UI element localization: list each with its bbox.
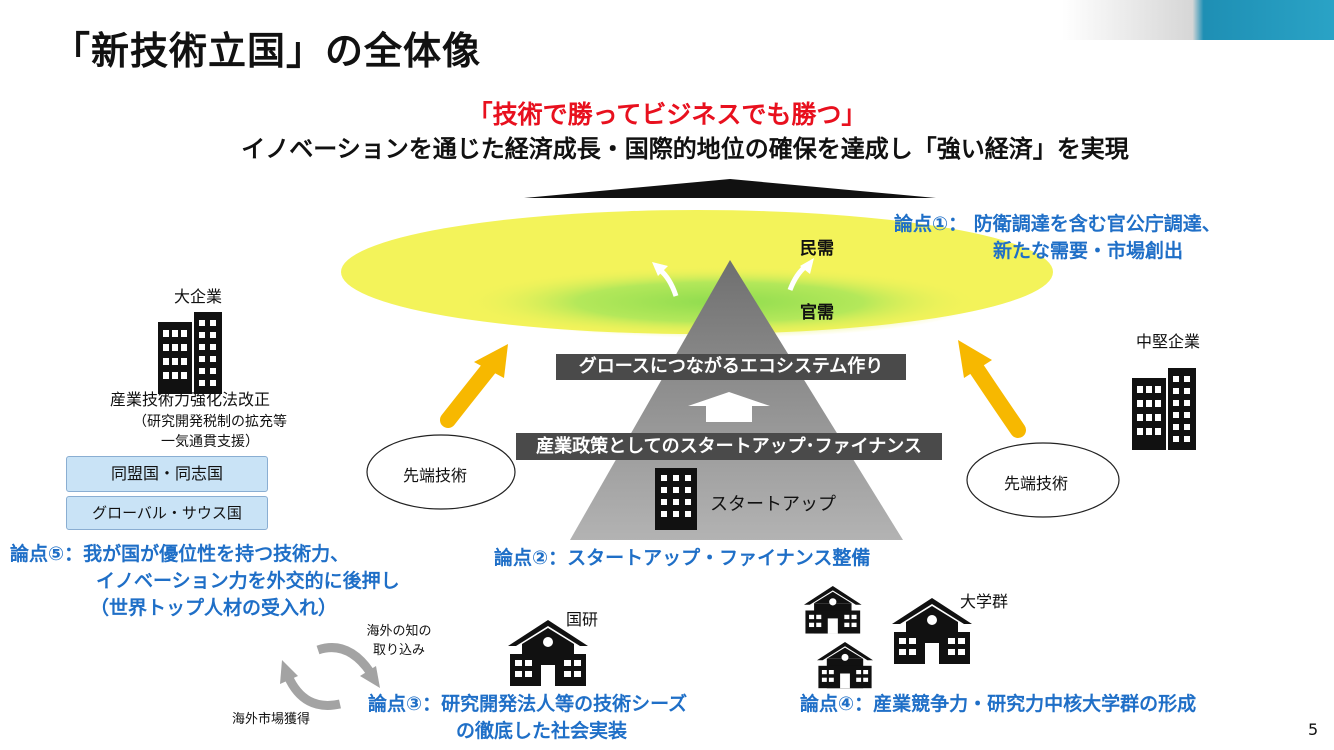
ecosystem-band: グロースにつながるエコシステム作り [556, 354, 906, 380]
cycle-arrow-icon [283, 674, 341, 710]
overseas-knowledge-line-2: 取り込み [372, 643, 425, 658]
slogan-red: 「技術で勝ってビジネスでも勝つ」 [467, 100, 867, 129]
government-demand-label: 官需 [800, 303, 834, 323]
page-number: 5 [1308, 720, 1319, 739]
overseas-knowledge-line-1: 海外の知の [366, 624, 432, 639]
up-arrow-icon [688, 392, 770, 422]
mid-enterprise-label: 中堅企業 [1136, 332, 1201, 351]
issue-5-line-1: 論点⑤：我が国が優位性を持つ技術力、 [10, 543, 350, 565]
overseas-market-label: 海外市場獲得 [232, 712, 311, 727]
slogan-main: イノベーションを通じた経済成長・国際的地位の確保を達成し「強い経済」を実現 [241, 135, 1129, 163]
private-demand-label: 民需 [800, 239, 834, 259]
law-note-line-1: （研究開発税制の拡充等 [133, 414, 287, 430]
school-icon [804, 586, 862, 634]
curved-arrow-icon [440, 354, 502, 428]
issue-5-line-3: （世界トップ人材の受入れ） [90, 597, 338, 619]
issue-4: 論点④：産業競争力・研究力中核大学群の形成 [800, 693, 1197, 715]
startup-label: スタートアップ [710, 494, 836, 515]
law-revision-note: （研究開発税制の拡充等 一気通貫支援） [110, 412, 310, 452]
building-icon [1132, 368, 1196, 450]
large-enterprise-label: 大企業 [174, 287, 223, 306]
tech-ellipse-left [366, 434, 516, 510]
issue-5: 論点⑤：我が国が優位性を持つ技術力、 イノベーション力を外交的に後押し （世界ト… [10, 541, 400, 622]
issue-5-line-2: イノベーション力を外交的に後押し [96, 570, 400, 592]
universities-label: 大学群 [960, 592, 1009, 611]
issue-2: 論点②：スタートアップ・ファイナンス整備 [494, 547, 871, 569]
school-icon [817, 642, 873, 689]
curved-arrow-icon [964, 354, 1026, 438]
tech-ellipse-right [966, 442, 1120, 518]
issue-1: 論点①： 防衛調達を含む官公庁調達、 新たな需要・市場創出 [894, 211, 1221, 265]
law-revision-label: 産業技術力強化法改正 [110, 390, 271, 409]
issue-3: 論点③：研究開発法人等の技術シーズ の徹底した社会実装 [368, 691, 687, 745]
national-lab-label: 国研 [566, 610, 599, 629]
issue-3-line-2: の徹底した社会実装 [456, 720, 628, 742]
building-icon [655, 468, 697, 530]
global-south-box: グローバル・サウス国 [66, 496, 268, 530]
tech-right-label: 先端技術 [1004, 474, 1069, 493]
tech-left-label: 先端技術 [403, 466, 468, 485]
overseas-knowledge-label: 海外の知の 取り込み [354, 622, 444, 660]
allies-box: 同盟国・同志国 [66, 456, 268, 492]
cycle-arrow-icon [316, 643, 374, 675]
startup-finance-band: 産業政策としてのスタートアップ･ファイナンス [516, 433, 942, 460]
issue-3-line-1: 論点③：研究開発法人等の技術シーズ [368, 693, 688, 715]
page-title: 「新技術立国」の全体像 [52, 29, 482, 73]
issue-1-line-2: 新たな需要・市場創出 [993, 240, 1184, 262]
issue-1-line-1: 論点①： 防衛調達を含む官公庁調達、 [894, 213, 1221, 235]
building-icon [158, 312, 222, 394]
header-accent-bar [1062, 0, 1334, 40]
law-note-line-2: 一気通貫支援） [161, 434, 259, 450]
top-arrowhead-icon [524, 179, 936, 198]
